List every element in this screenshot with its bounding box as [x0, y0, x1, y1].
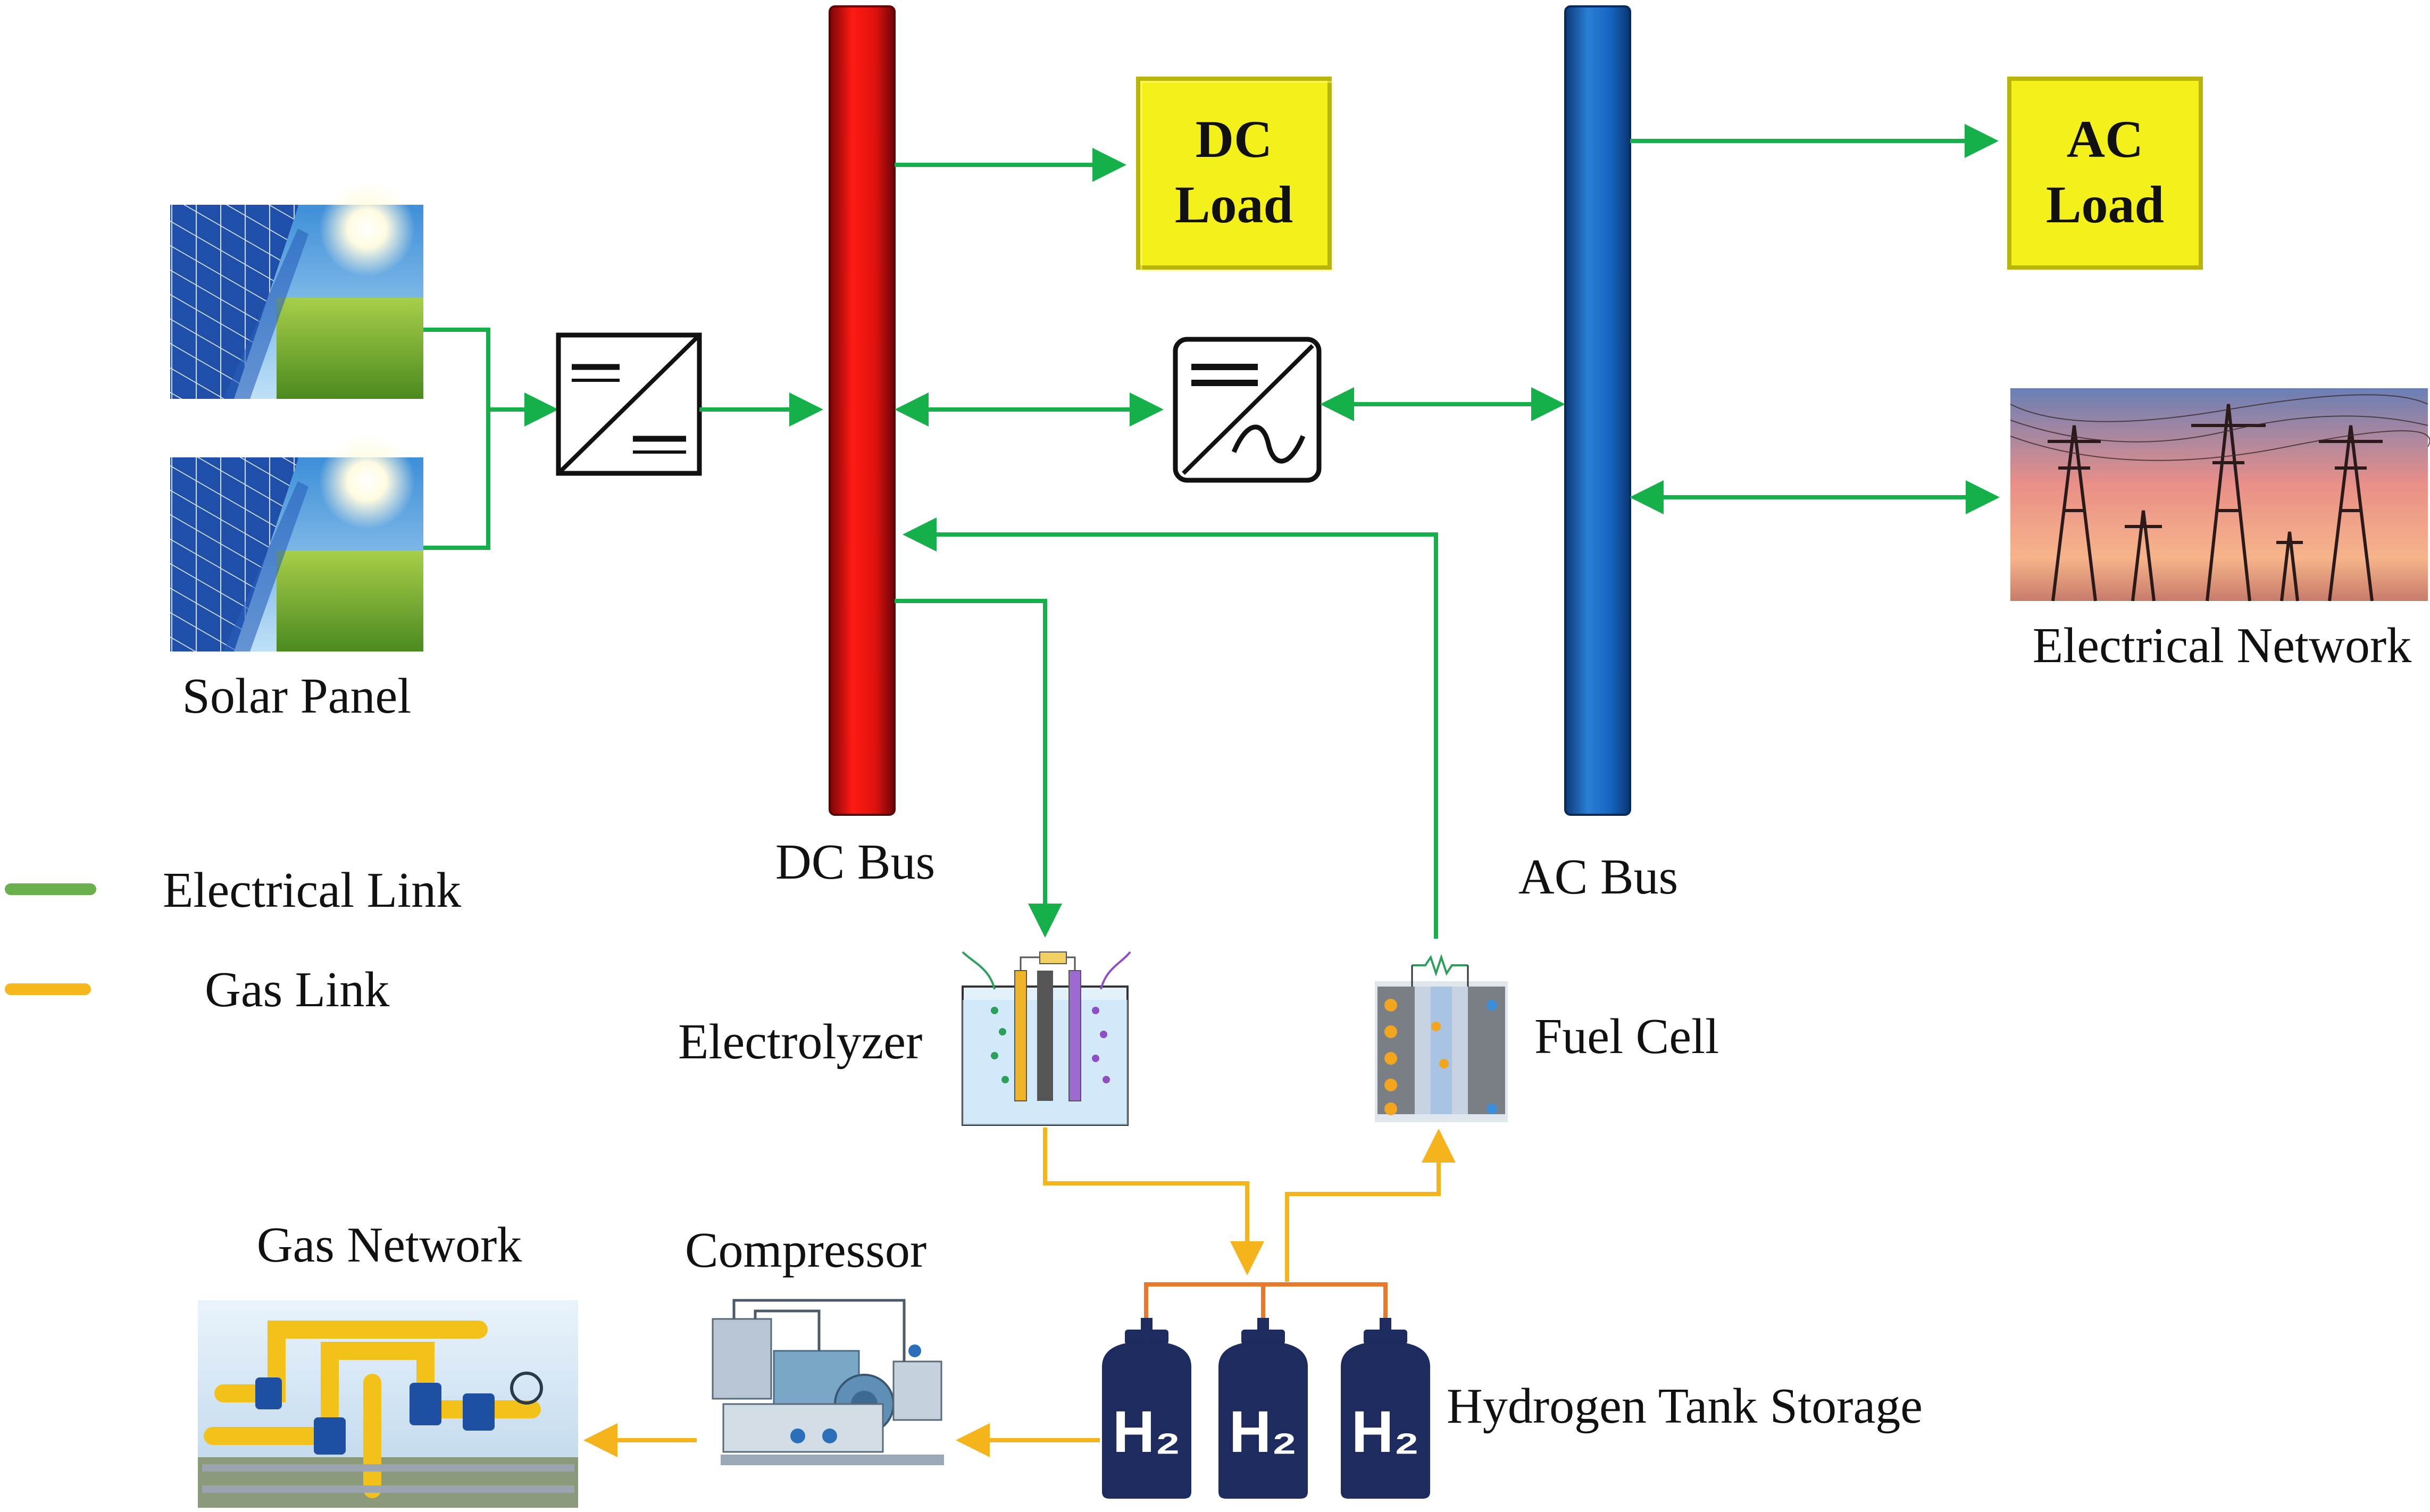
dc-load-label-line2: Load — [1175, 175, 1293, 234]
dc-bus-label: DC Bus — [775, 834, 935, 890]
solar-panel-top-image — [170, 181, 423, 399]
fuel-cell-icon — [1375, 954, 1508, 1122]
dc-load-label-line1: DC — [1196, 110, 1272, 169]
electrolyzer-icon — [962, 951, 1131, 1126]
hydrogen-tank-3: H₂ — [1341, 1318, 1430, 1499]
electrical-network-label: Electrical Network — [2033, 618, 2411, 673]
dc-bus-to-electrolyzer-link — [895, 599, 1062, 938]
tank-manifold — [1144, 1282, 1388, 1319]
fuel-cell-label: Fuel Cell — [1534, 1009, 1719, 1064]
electrolyzer-to-tank-link — [1043, 1127, 1264, 1275]
h2-label-1: H₂ — [1113, 1399, 1181, 1465]
gas-network-label: Gas Network — [257, 1217, 522, 1273]
dc-bus-bar — [829, 5, 896, 816]
ac-bus-bar — [1564, 5, 1631, 816]
fuel-cell-to-dc-bus-link — [903, 517, 1438, 939]
solar-panel-label: Solar Panel — [182, 669, 412, 724]
hydrogen-tank-2: H₂ — [1218, 1318, 1308, 1499]
electrical-network-image — [2010, 388, 2430, 602]
dc-load-box: DC Load — [1136, 77, 1334, 272]
dc-dc-converter-icon — [556, 332, 702, 476]
solar-panel-bottom-image — [170, 433, 423, 651]
ac-load-box: AC Load — [2007, 77, 2203, 270]
ac-load-label-line2: Load — [2046, 175, 2164, 234]
compressor-label: Compressor — [685, 1223, 926, 1278]
gas-network-image — [198, 1300, 578, 1508]
legend-gas-label: Gas Link — [205, 962, 389, 1017]
tank-to-fuel-cell-link — [1285, 1129, 1456, 1282]
hydrogen-tank-1: H₂ — [1102, 1318, 1191, 1499]
dc-ac-inverter-icon — [1173, 337, 1322, 483]
ac-load-label-line1: AC — [2067, 110, 2143, 169]
hydrogen-tank-storage-label: Hydrogen Tank Storage — [1447, 1379, 1923, 1434]
ac-bus-label: AC Bus — [1518, 849, 1678, 905]
compressor-image — [712, 1299, 944, 1465]
electrolyzer-label: Electrolyzer — [678, 1014, 922, 1070]
solar-to-converter-link — [423, 328, 558, 550]
legend-electrical-label: Electrical Link — [163, 863, 461, 918]
h2-label-2: H₂ — [1229, 1399, 1297, 1465]
h2-label-3: H₂ — [1351, 1399, 1419, 1465]
